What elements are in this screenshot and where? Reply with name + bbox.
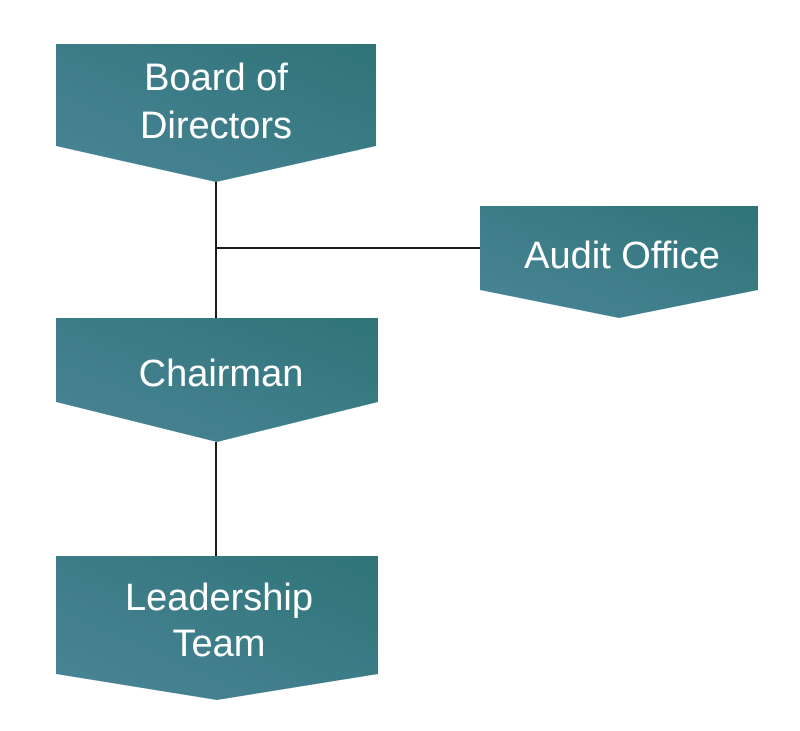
node-label-line-2: Team: [173, 623, 266, 665]
node-chairman[interactable]: Chairman: [56, 318, 378, 442]
node-audit-office[interactable]: Audit Office: [480, 206, 758, 318]
node-shape: [56, 556, 378, 700]
node-label-line-2: Directors: [140, 105, 292, 147]
node-leadership-team[interactable]: Leadership Team: [56, 556, 378, 700]
node-label-line-1: Audit Office: [524, 235, 720, 277]
node-label-line-1: Chairman: [139, 353, 304, 395]
node-shape: [480, 206, 758, 318]
node-board-of-directors[interactable]: Board of Directors: [56, 44, 376, 182]
node-label-line-1: Board of: [144, 57, 288, 99]
node-shape: [56, 318, 378, 442]
node-label-line-1: Leadership: [125, 577, 313, 619]
node-shape: [56, 44, 376, 182]
